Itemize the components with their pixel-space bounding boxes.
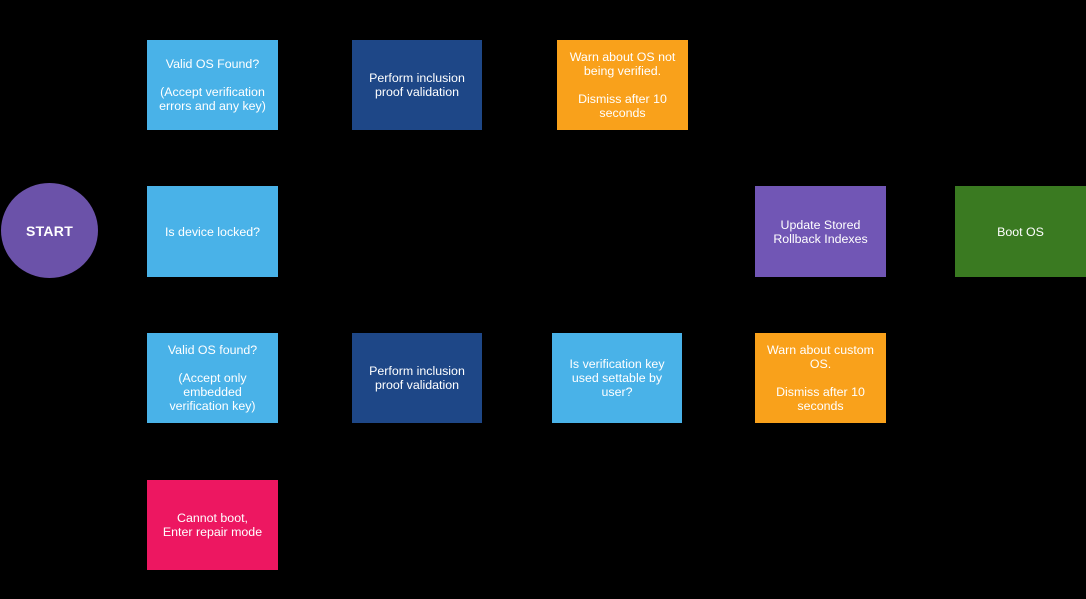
node-label: Valid OS found? (Accept only embedded ve… <box>167 343 258 413</box>
node-inclusion-proof-top: Perform inclusion proof validation <box>352 40 482 130</box>
node-label: Valid OS Found? (Accept verification err… <box>159 57 266 113</box>
node-boot-os: Boot OS <box>955 186 1086 277</box>
node-is-device-locked: Is device locked? <box>147 186 278 277</box>
node-label: Cannot boot, Enter repair mode <box>162 511 263 539</box>
node-label: Warn about custom OS. Dismiss after 10 s… <box>767 343 874 413</box>
node-valid-os-found-any-key: Valid OS Found? (Accept verification err… <box>147 40 278 130</box>
node-label: Is device locked? <box>164 224 261 239</box>
node-cannot-boot-repair-mode: Cannot boot, Enter repair mode <box>147 480 278 570</box>
node-label: Perform inclusion proof validation <box>369 71 465 99</box>
node-inclusion-proof-bottom: Perform inclusion proof validation <box>352 333 482 423</box>
node-label: Perform inclusion proof validation <box>369 364 465 392</box>
node-label: Boot OS <box>997 224 1044 239</box>
node-update-rollback-indexes: Update Stored Rollback Indexes <box>755 186 886 277</box>
start-node: START <box>1 183 98 278</box>
node-label: Warn about OS not being verified. Dismis… <box>569 50 676 120</box>
node-label: Is verification key used settable by use… <box>569 357 665 399</box>
node-warn-custom-os: Warn about custom OS. Dismiss after 10 s… <box>755 333 886 423</box>
node-label: START <box>25 222 74 239</box>
node-valid-os-found-embedded-key: Valid OS found? (Accept only embedded ve… <box>147 333 278 423</box>
node-label: Update Stored Rollback Indexes <box>773 217 868 246</box>
node-warn-os-not-verified: Warn about OS not being verified. Dismis… <box>557 40 688 130</box>
node-verification-key-settable: Is verification key used settable by use… <box>552 333 682 423</box>
